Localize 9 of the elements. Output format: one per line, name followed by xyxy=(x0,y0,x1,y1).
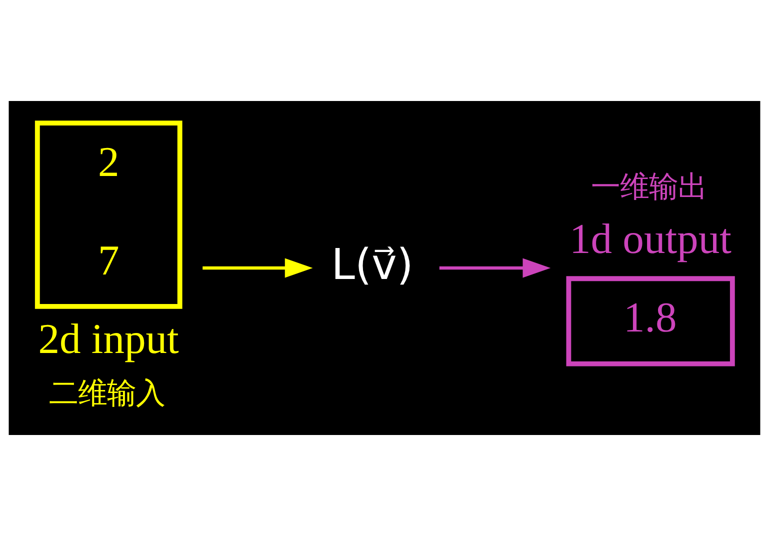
node-label: 2d input xyxy=(38,315,179,362)
node-label: 二维输入 xyxy=(48,375,165,410)
arrow xyxy=(439,258,551,278)
node-text: L(v⃗) xyxy=(331,240,414,290)
node-label: 一维输出 xyxy=(590,169,707,204)
arrow xyxy=(202,258,313,278)
node-label: 1d output xyxy=(570,215,732,262)
node-box: 1.8 xyxy=(566,276,735,366)
node-box: 2 7 xyxy=(34,120,182,308)
